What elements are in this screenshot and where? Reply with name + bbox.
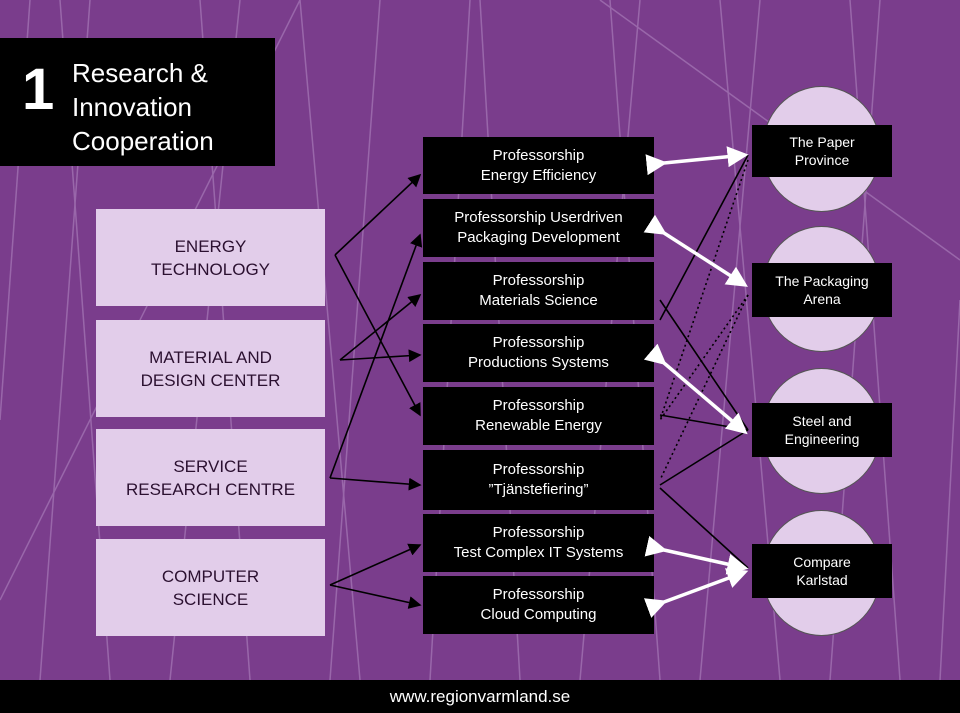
left-box-energy-technology: ENERGY TECHNOLOGY: [96, 209, 325, 306]
professorship-production-systems: Professorship Productions Systems: [423, 324, 654, 382]
footer-url: www.regionvarmland.se: [0, 680, 960, 713]
professorship-renewable-energy: Professorship Renewable Energy: [423, 387, 654, 445]
cluster-steel-engineering: Steel and Engineering: [752, 403, 892, 457]
professorship-materials-science: Professorship Materials Science: [423, 262, 654, 320]
section-title: Research & Innovation Cooperation: [72, 58, 214, 156]
left-box-material-design-center: MATERIAL AND DESIGN CENTER: [96, 320, 325, 417]
cluster-paper-province: The Paper Province: [752, 125, 892, 177]
left-box-service-research-centre: SERVICE RESEARCH CENTRE: [96, 429, 325, 526]
professorship-test-complex-it: Professorship Test Complex IT Systems: [423, 514, 654, 572]
professorship-packaging-development: Professorship Userdriven Packaging Devel…: [423, 199, 654, 257]
left-box-computer-science: COMPUTER SCIENCE: [96, 539, 325, 636]
professorship-cloud-computing: Professorship Cloud Computing: [423, 576, 654, 634]
cluster-packaging-arena: The Packaging Arena: [752, 263, 892, 317]
title-box: 1 Research & Innovation Cooperation: [0, 38, 275, 166]
cluster-compare-karlstad: Compare Karlstad: [752, 544, 892, 598]
professorship-energy-efficiency: Professorship Energy Efficiency: [423, 137, 654, 194]
professorship-tjanstefiering: Professorship ”Tjänstefiering”: [423, 450, 654, 510]
